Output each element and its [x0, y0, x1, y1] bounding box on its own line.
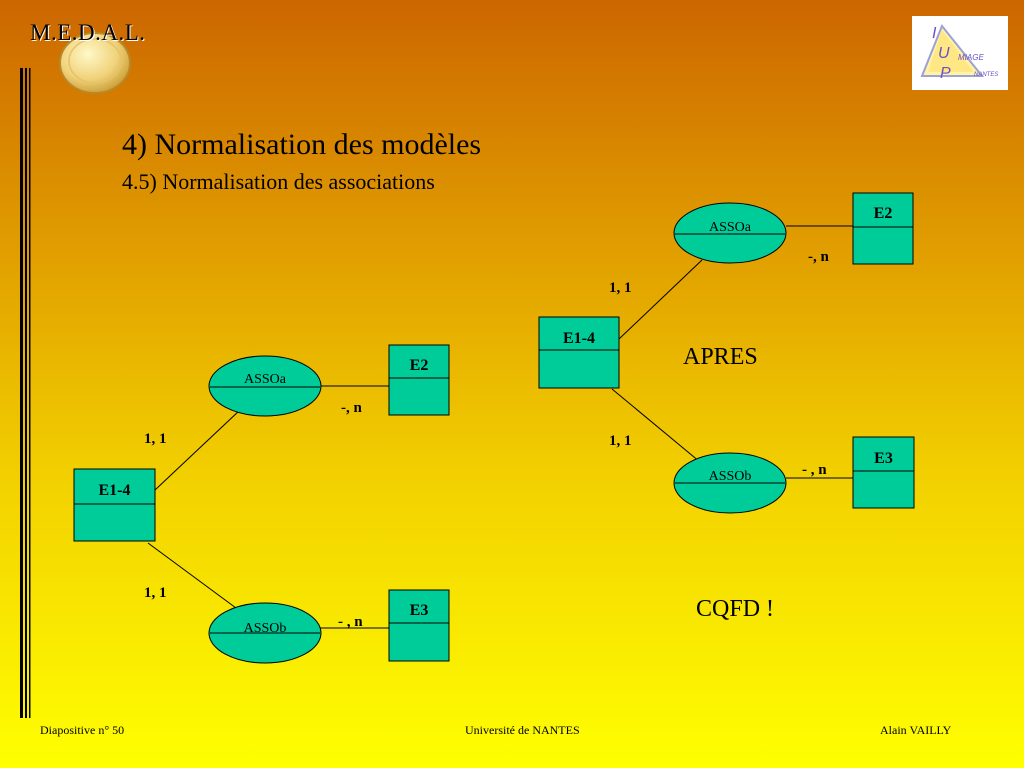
entity-label: E2: [410, 357, 429, 374]
footer-author: Alain VAILLY: [880, 723, 952, 737]
entity-e2: E2: [388, 344, 450, 416]
entity-label: E1-4: [99, 482, 131, 499]
association-assob: ASSOb: [673, 452, 787, 514]
link-e14-assob: [611, 388, 701, 463]
logo-u: U: [938, 45, 950, 62]
footer-university: Université de NANTES: [465, 723, 580, 737]
diagram-right: E1-4 E2 E3 ASSOa ASSOb 1, 1 1, 1 -, n: [538, 192, 915, 514]
entity-label: E2: [874, 205, 893, 222]
cardinality-label: 1, 1: [609, 280, 632, 296]
cqfd-label: CQFD !: [696, 596, 775, 622]
entity-label: E3: [874, 450, 893, 467]
link-e14-assoa: [618, 259, 703, 340]
logo-miage: MIAGE: [958, 53, 984, 62]
entity-e3: E3: [388, 589, 450, 662]
apres-label: APRES: [683, 344, 758, 370]
association-assoa: ASSOa: [673, 202, 787, 264]
cardinality-label: 1, 1: [144, 585, 167, 601]
association-assoa: ASSOa: [208, 355, 322, 417]
medal-coin-icon: [59, 32, 131, 94]
entity-e3: E3: [852, 436, 915, 509]
logo-i: I: [932, 25, 937, 42]
cardinality-label: -, n: [341, 400, 362, 416]
diagram-left: E1-4 E2 E3 ASSOa ASSOb 1, 1 1, 1 -, n: [73, 344, 450, 664]
association-label: ASSOa: [709, 220, 752, 235]
logo-p: P: [940, 65, 951, 82]
cardinality-label: - , n: [338, 614, 363, 630]
er-diagrams: E1-4 E2 E3 ASSOa ASSOb 1, 1 1, 1 -, n: [73, 192, 915, 664]
entity-e1-4: E1-4: [538, 316, 620, 389]
left-rails: [20, 68, 31, 718]
slide-title: 4) Normalisation des modèles: [122, 128, 482, 161]
footer-slide-number: Diapositive n° 50: [40, 723, 125, 737]
cardinality-label: 1, 1: [609, 433, 632, 449]
association-label: ASSOb: [709, 469, 752, 484]
entity-e1-4: E1-4: [73, 468, 156, 542]
cardinality-label: - , n: [802, 462, 827, 478]
logo-nantes: NANTES: [974, 72, 998, 78]
entity-label: E3: [410, 602, 429, 619]
iup-miage-logo: I U P MIAGE NANTES: [912, 16, 1008, 90]
association-label: ASSOb: [244, 621, 287, 636]
link-e14-assoa: [154, 409, 241, 491]
entity-e2: E2: [852, 192, 914, 265]
cardinality-label: -, n: [808, 249, 829, 265]
entity-label: E1-4: [563, 330, 595, 347]
slide-subtitle: 4.5) Normalisation des associations: [122, 169, 435, 194]
association-assob: ASSOb: [208, 602, 322, 664]
cardinality-label: 1, 1: [144, 431, 167, 447]
association-label: ASSOa: [244, 372, 287, 387]
link-e14-assob: [147, 542, 237, 609]
brand-title: M.E.D.A.L.: [30, 20, 146, 45]
